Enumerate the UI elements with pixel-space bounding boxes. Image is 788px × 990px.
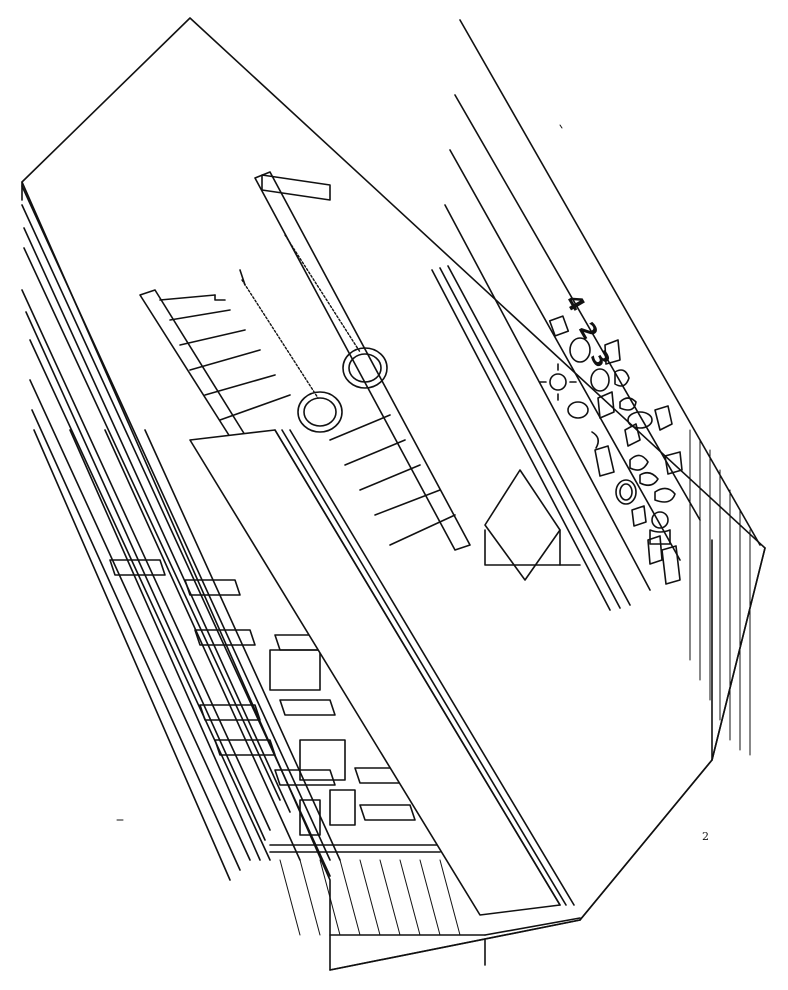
gym-ring-right	[342, 347, 388, 389]
climbing-frame	[139, 171, 471, 551]
central-platform	[189, 429, 575, 916]
wall-letter-2: 2	[573, 319, 602, 345]
room-outline	[21, 17, 766, 971]
gym-ring-left	[297, 391, 343, 433]
wall-letter-1: 4	[560, 291, 589, 317]
stray-marks	[116, 124, 563, 821]
floor-box	[484, 469, 581, 581]
page-number: 2	[702, 830, 709, 843]
right-wall-panel	[689, 429, 751, 761]
left-wall-shelving	[21, 185, 461, 936]
right-wall-rails	[431, 19, 761, 611]
